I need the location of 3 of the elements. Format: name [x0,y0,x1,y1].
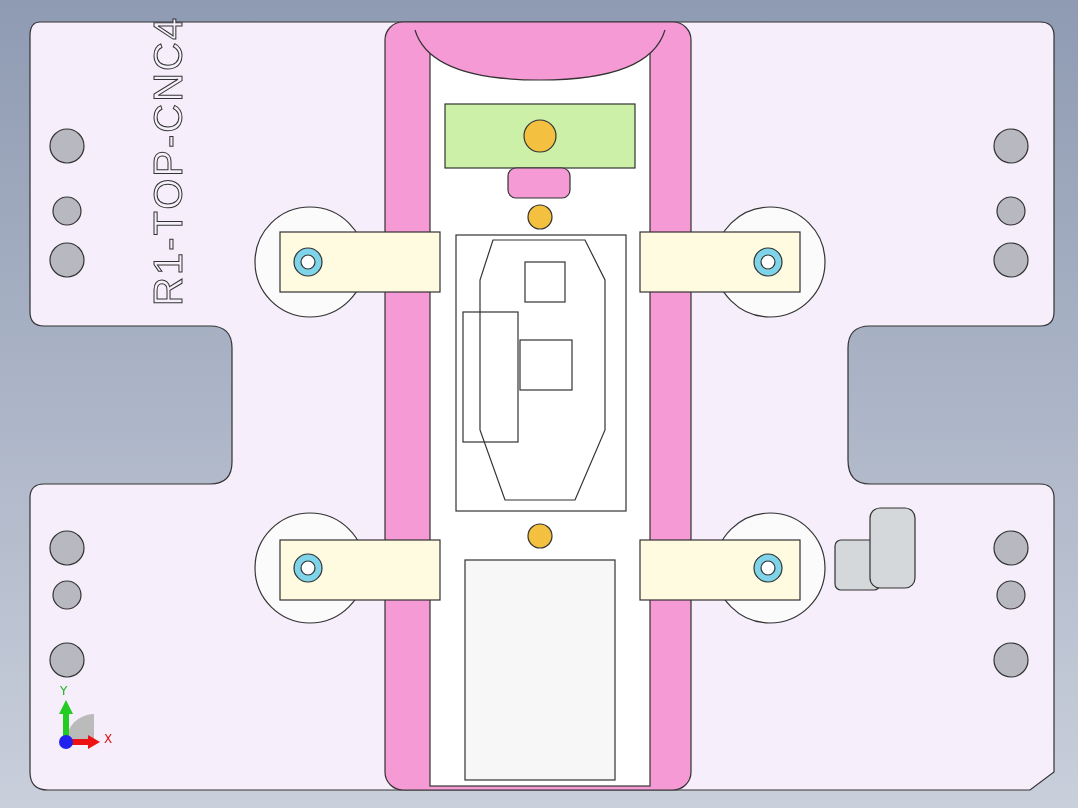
axis-label: Y [60,684,68,698]
part-number-label: R1-TOP-CNC4 [146,15,191,306]
axis-label: X [104,732,113,746]
